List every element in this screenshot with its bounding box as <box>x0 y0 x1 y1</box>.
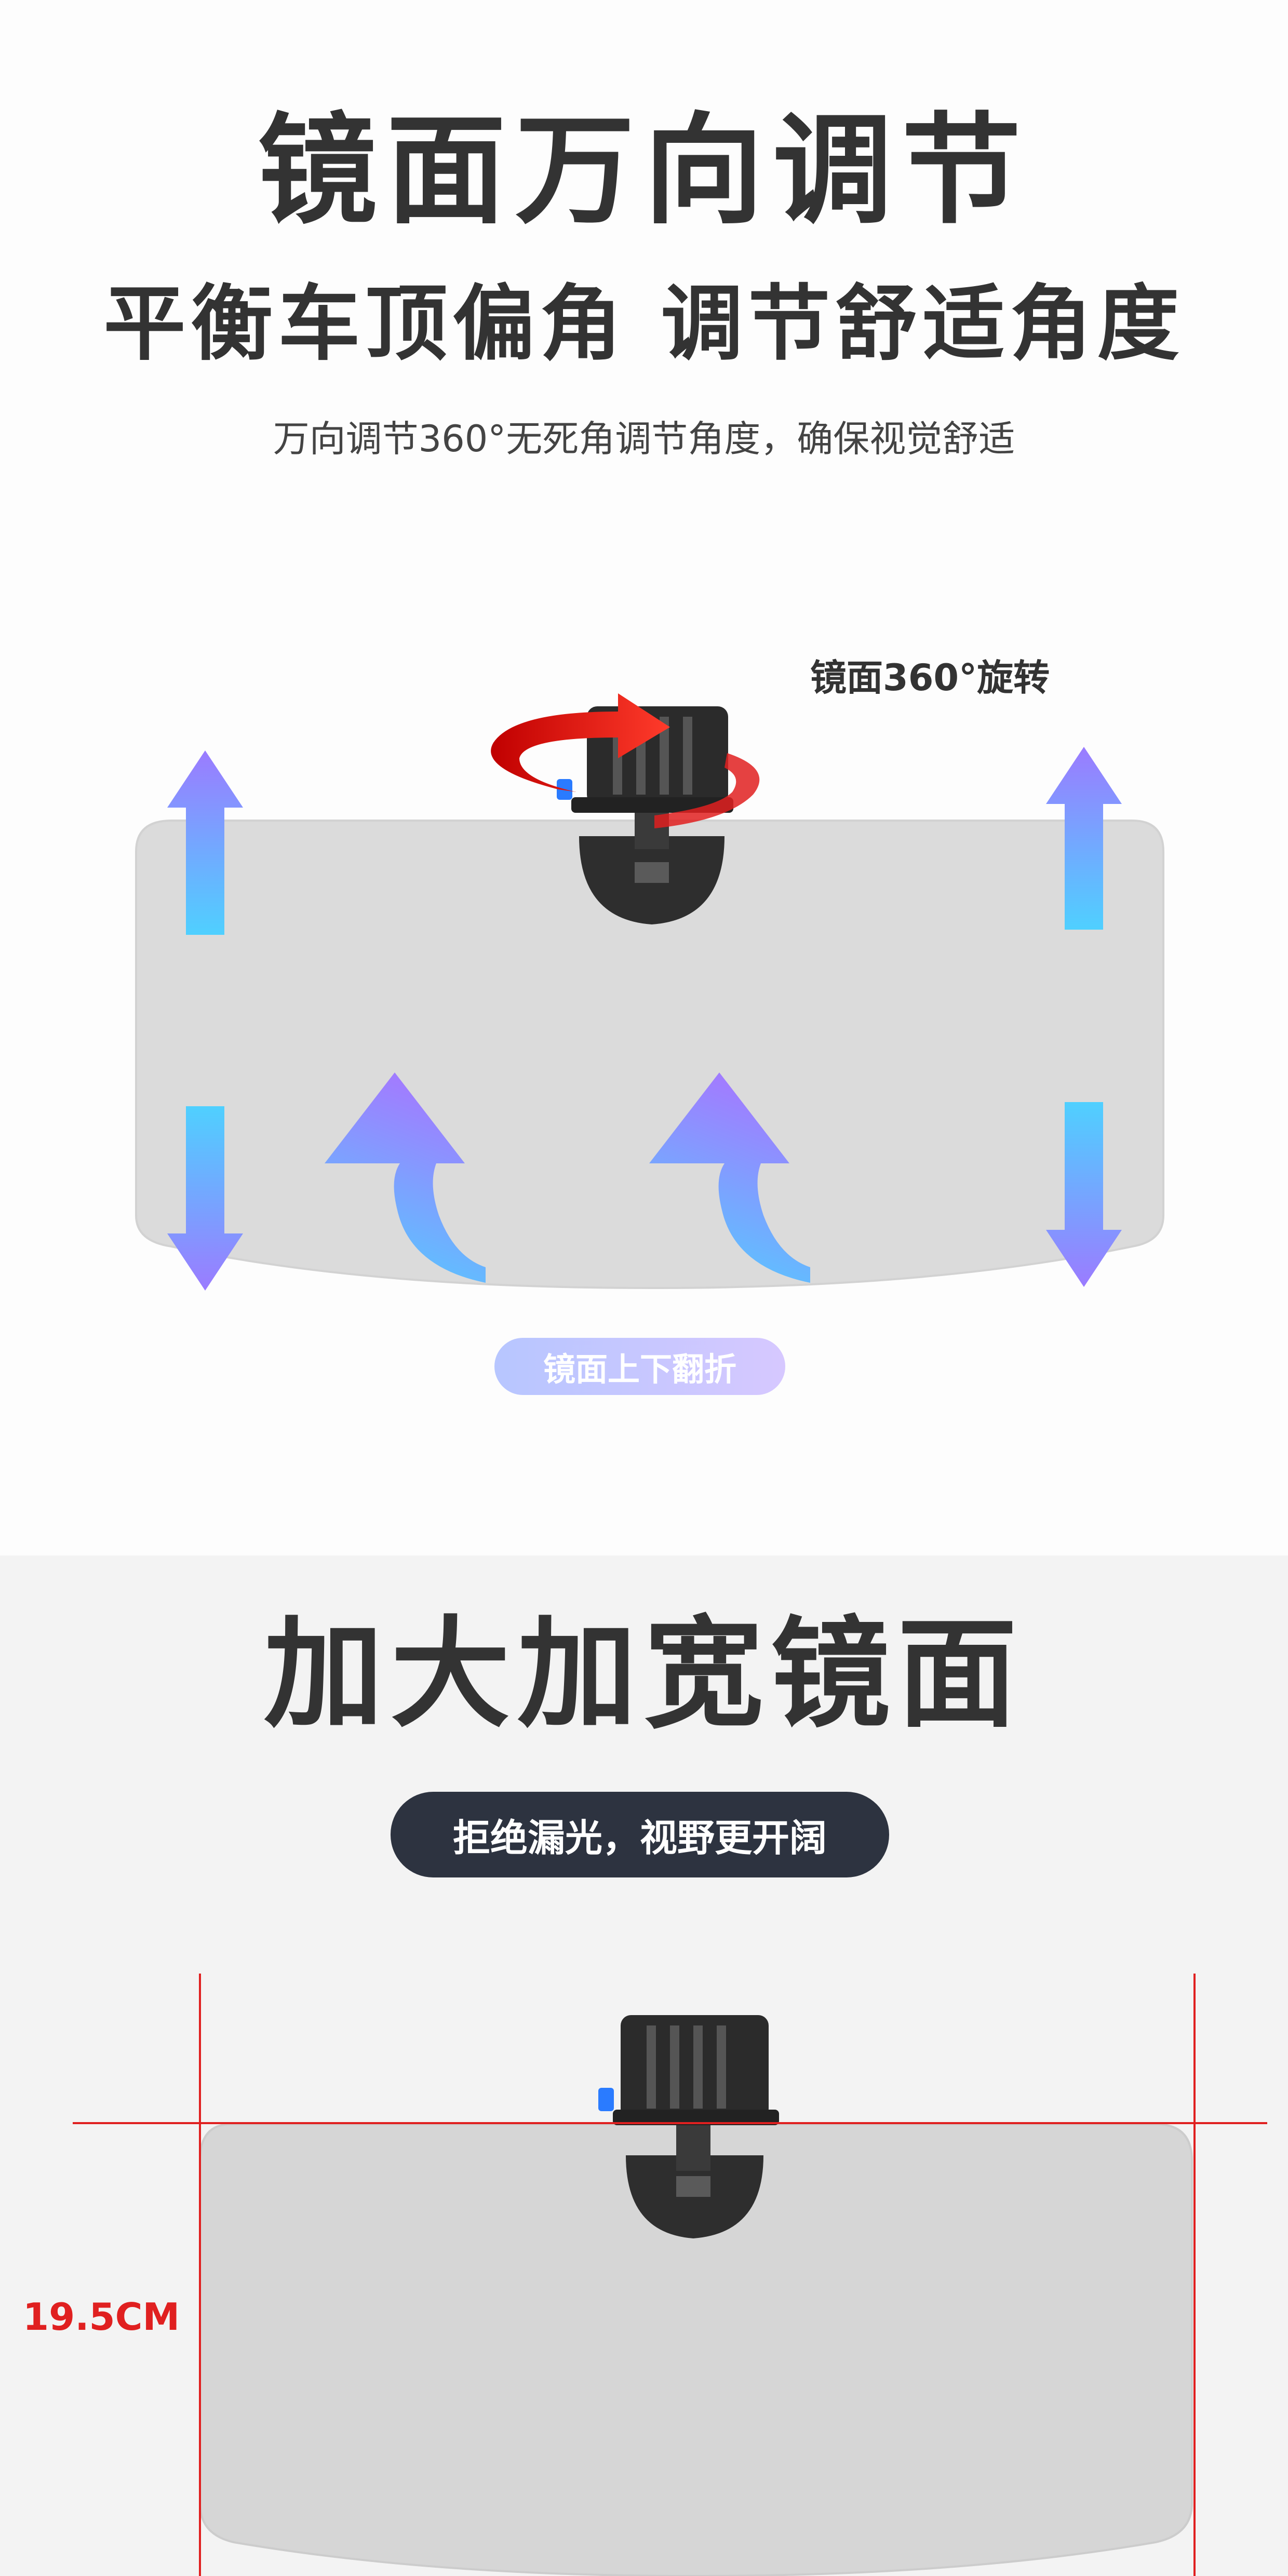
flip-arrow-icon <box>325 1072 486 1283</box>
fold-badge-label: 镜面上下翻折 <box>543 1350 736 1388</box>
up-arrow-icon <box>167 750 243 935</box>
down-arrow-icon <box>167 1106 243 1291</box>
tagline-badge: 拒绝漏光，视野更开阔 <box>391 1792 889 1877</box>
section-title: 镜面万向调节 <box>257 102 1030 240</box>
flip-arrow-icon <box>649 1072 810 1283</box>
mirror-mount <box>598 2015 779 2238</box>
up-arrow-icon <box>1046 747 1122 930</box>
section-subtitle: 平衡车顶偏角 调节舒适角度 <box>103 276 1185 372</box>
section-title: 加大加宽镜面 <box>263 1605 1024 1744</box>
tagline-label: 拒绝漏光，视野更开阔 <box>452 1816 827 1860</box>
section-description: 万向调节360°无死角调节角度，确保视觉舒适 <box>273 418 1015 460</box>
rotation-arrow-icon <box>491 693 760 828</box>
dimension-label: 19.5CM <box>23 2295 180 2339</box>
fold-badge: 镜面上下翻折 <box>494 1338 785 1395</box>
down-arrow-icon <box>1046 1102 1122 1287</box>
mirror-panel <box>135 820 1164 1290</box>
rotate-label: 镜面360°旋转 <box>810 656 1050 699</box>
